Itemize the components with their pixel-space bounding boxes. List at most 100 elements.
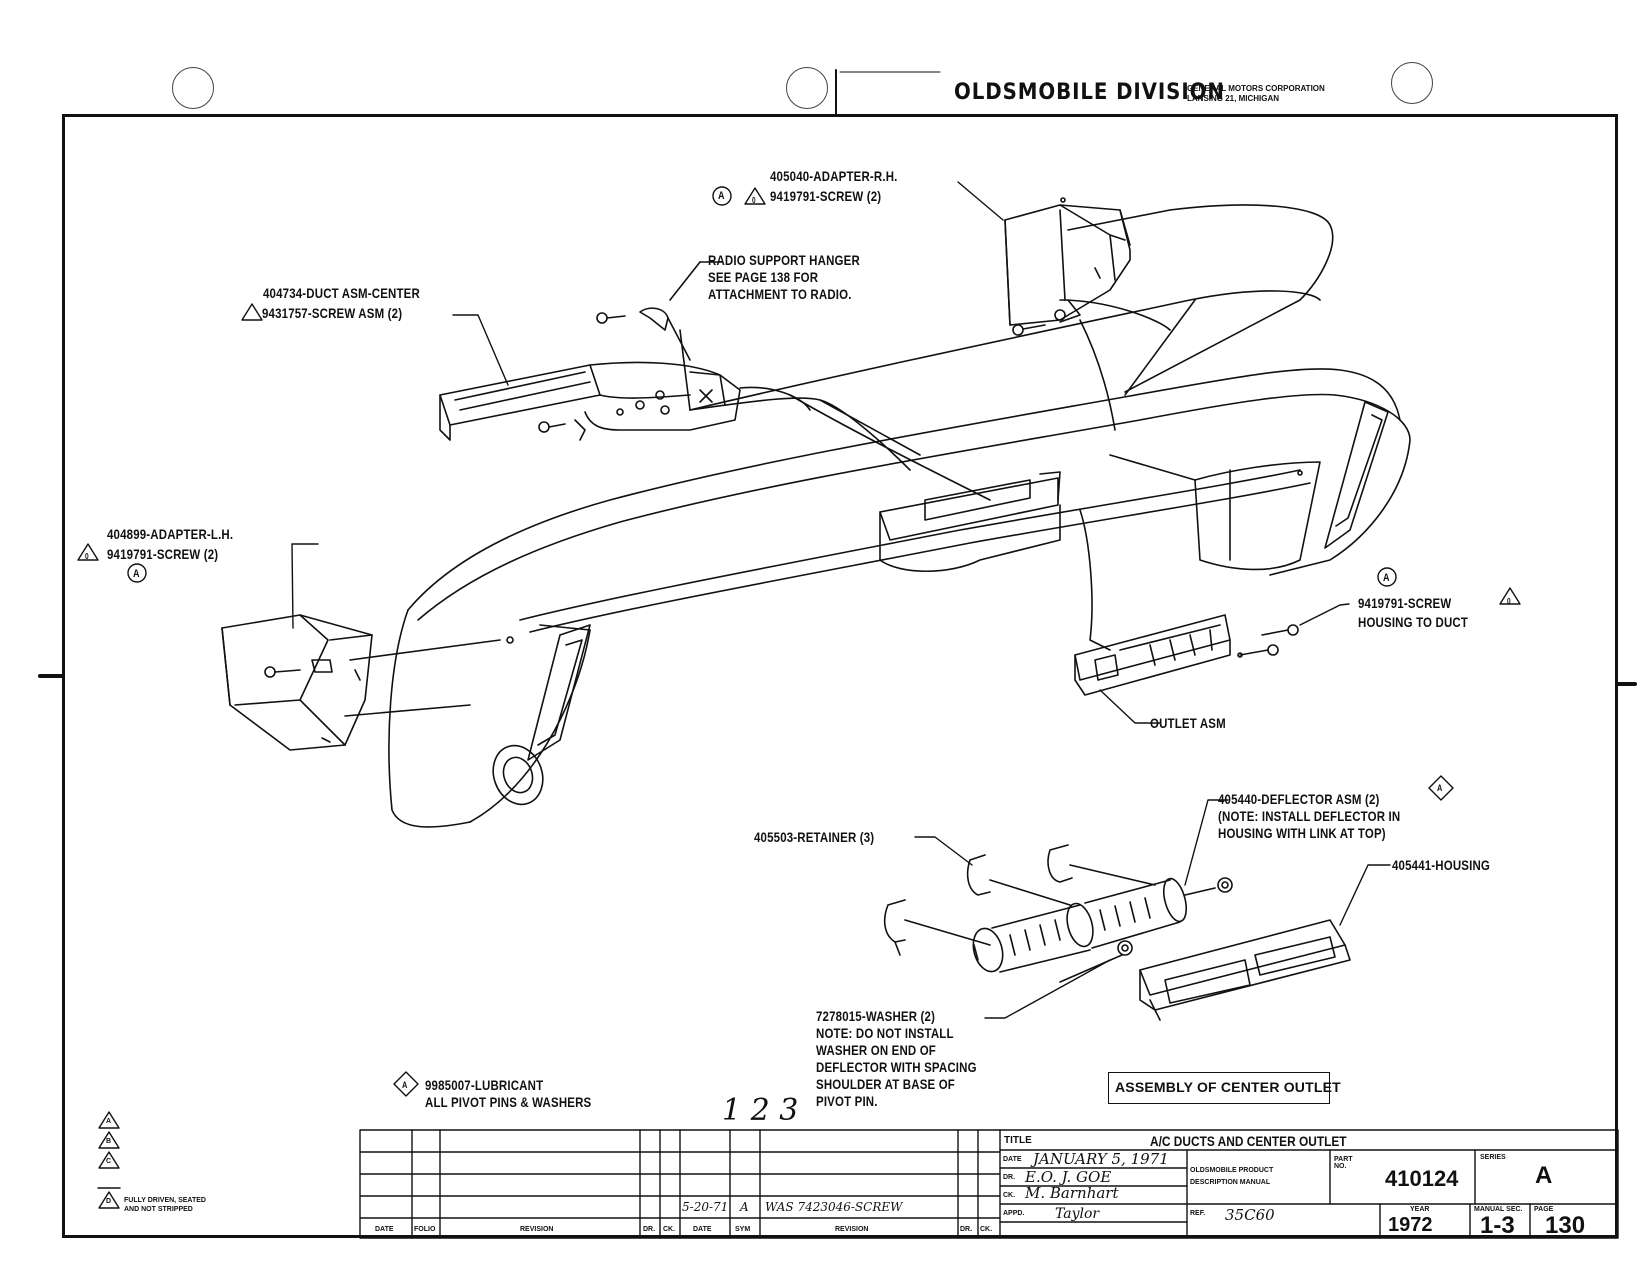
deflector-line: 405440-DEFLECTOR ASM (2) bbox=[1218, 791, 1380, 807]
rev-header-date: DATE bbox=[375, 1226, 394, 1233]
binder-hole-left bbox=[172, 67, 214, 109]
lubricant-note: 9985007-LUBRICANT ALL PIVOT PINS & WASHE… bbox=[425, 1077, 591, 1111]
washer-line: WASHER ON END OF bbox=[816, 1042, 936, 1058]
adapter-rh-drawing bbox=[1004, 204, 1131, 336]
washer-line: PIVOT PIN. bbox=[816, 1093, 878, 1109]
rev-header-dr-2: DR. bbox=[960, 1226, 973, 1233]
legend-line: AND NOT STRIPPED bbox=[124, 1206, 193, 1213]
instrument-panel-pad bbox=[344, 197, 1411, 828]
part-number: 410124 bbox=[1385, 1166, 1459, 1191]
duct-center-screw-label: 9431757-SCREW ASM (2) bbox=[262, 305, 403, 321]
radio-hanger-label: RADIO SUPPORT HANGER SEE PAGE 138 FOR AT… bbox=[708, 252, 860, 303]
ref-value: 35C60 bbox=[1225, 1206, 1275, 1224]
outlet-asm-drawing bbox=[1074, 614, 1299, 696]
year-label: YEAR bbox=[1410, 1206, 1430, 1213]
corporation-line: GENERAL MOTORS CORPORATION bbox=[1187, 84, 1325, 93]
legend-tri-d: D bbox=[106, 1198, 112, 1205]
badge-a-adapter-rh: A bbox=[718, 190, 725, 202]
part-no-label: PART NO. bbox=[1334, 1156, 1353, 1170]
appd-value: Taylor bbox=[1055, 1206, 1100, 1222]
manual-line: OLDSMOBILE PRODUCT bbox=[1190, 1167, 1274, 1174]
radio-support-hanger-drawing bbox=[596, 261, 701, 361]
rev-header-date-2: DATE bbox=[693, 1226, 712, 1233]
badge-a-adapter-lh: A bbox=[133, 568, 140, 580]
appd-label: APPD. bbox=[1003, 1210, 1025, 1217]
rev-header-revision-2: REVISION bbox=[835, 1226, 869, 1233]
assembly-box-label: ASSEMBLY OF CENTER OUTLET bbox=[1115, 1079, 1341, 1095]
manual-sec-label: MANUAL SEC. bbox=[1474, 1206, 1523, 1213]
rev-header-sym: SYM bbox=[735, 1226, 751, 1233]
drawing-title: A/C DUCTS AND CENTER OUTLET bbox=[1150, 1133, 1347, 1149]
adapter-lh-label: 404899-ADAPTER-L.H. bbox=[107, 526, 234, 542]
deflector-line: HOUSING WITH LINK AT TOP) bbox=[1218, 825, 1386, 841]
badge-a-lubricant: A bbox=[402, 1080, 408, 1090]
date-value: JANUARY 5, 1971 bbox=[1033, 1150, 1169, 1168]
duct-center-label: 404734-DUCT ASM-CENTER bbox=[263, 285, 420, 301]
ck-label: CK. bbox=[1003, 1192, 1016, 1199]
retainer-label: 405503-RETAINER (3) bbox=[754, 829, 875, 845]
date-label: DATE bbox=[1003, 1156, 1022, 1163]
rev-header-ck: CK. bbox=[663, 1226, 676, 1233]
badge-a-housing-screw: A bbox=[1383, 572, 1390, 584]
legend-line: FULLY DRIVEN, SEATED bbox=[124, 1197, 206, 1204]
badge-0-adapter-lh: 0 bbox=[85, 552, 89, 561]
badge-a-deflector: A bbox=[1437, 783, 1443, 793]
lubricant-line: 9985007-LUBRICANT bbox=[425, 1077, 544, 1093]
badge-0-housing-screw: 0 bbox=[1507, 597, 1511, 606]
radio-hanger-line: RADIO SUPPORT HANGER bbox=[708, 252, 860, 268]
rev-entry-text: WAS 7423046-SCREW bbox=[765, 1200, 903, 1214]
assembly-of-center-outlet-box: ASSEMBLY OF CENTER OUTLET bbox=[1108, 1072, 1341, 1104]
page-value: 130 bbox=[1545, 1212, 1586, 1239]
adapter-lh-screw-label: 9419791-SCREW (2) bbox=[107, 546, 219, 562]
manual-line: DESCRIPTION MANUAL bbox=[1190, 1179, 1271, 1186]
page-stamp-number: 1 2 3 bbox=[722, 1093, 799, 1128]
center-outlet-exploded-drawing bbox=[883, 844, 1351, 1021]
deflector-line: (NOTE: INSTALL DEFLECTOR IN bbox=[1218, 808, 1401, 824]
dr-value: E.O. J. GOE bbox=[1025, 1168, 1112, 1186]
callout-symbols bbox=[77, 186, 1521, 1209]
rev-header-revision: REVISION bbox=[520, 1226, 554, 1233]
screw-housing-label-2: HOUSING TO DUCT bbox=[1358, 614, 1469, 630]
rev-header-ck-2: CK. bbox=[980, 1226, 993, 1233]
dr-label: DR. bbox=[1003, 1174, 1016, 1181]
washer-line: NOTE: DO NOT INSTALL bbox=[816, 1025, 954, 1041]
legend-tri-c: C bbox=[106, 1158, 112, 1165]
washer-line: SHOULDER AT BASE OF bbox=[816, 1076, 955, 1092]
screw-housing-label: 9419791-SCREW bbox=[1358, 595, 1452, 611]
rev-entry-sym: A bbox=[740, 1200, 749, 1214]
radio-hanger-line: ATTACHMENT TO RADIO. bbox=[708, 286, 852, 302]
washer-line: 7278015-WASHER (2) bbox=[816, 1008, 936, 1024]
adapter-rh-screw-label: 9419791-SCREW (2) bbox=[770, 188, 882, 204]
binder-hole-center bbox=[786, 67, 828, 109]
ref-label: REF. bbox=[1190, 1210, 1206, 1217]
leader-lines bbox=[291, 181, 1391, 1019]
deflector-label: 405440-DEFLECTOR ASM (2) (NOTE: INSTALL … bbox=[1218, 791, 1400, 842]
adapter-lh-drawing bbox=[221, 614, 373, 751]
adapter-rh-label: 405040-ADAPTER-R.H. bbox=[770, 168, 898, 184]
legend-fully-driven: FULLY DRIVEN, SEATED AND NOT STRIPPED bbox=[124, 1196, 206, 1214]
manual-name: OLDSMOBILE PRODUCT DESCRIPTION MANUAL bbox=[1190, 1165, 1273, 1189]
ck-value: M. Barnhart bbox=[1025, 1184, 1119, 1202]
title-label: TITLE bbox=[1004, 1135, 1032, 1146]
year-value: 1972 bbox=[1388, 1214, 1433, 1236]
page-label: PAGE bbox=[1534, 1206, 1554, 1213]
legend-tri-b: B bbox=[106, 1138, 112, 1145]
badge-0-adapter-rh: 0 bbox=[752, 196, 756, 205]
radio-hanger-line: SEE PAGE 138 FOR bbox=[708, 269, 819, 285]
center-duct-drawing bbox=[439, 361, 741, 441]
manual-sec-value: 1-3 bbox=[1480, 1212, 1515, 1239]
address-line: LANSING 21, MICHIGAN bbox=[1187, 94, 1280, 103]
rev-entry-date: 5-20-71 bbox=[682, 1200, 729, 1214]
corporation-address: GENERAL MOTORS CORPORATION LANSING 21, M… bbox=[1187, 84, 1325, 104]
division-title: OLDSMOBILE DIVISION bbox=[954, 80, 1225, 105]
series-value: A bbox=[1535, 1162, 1553, 1189]
rev-header-dr: DR. bbox=[643, 1226, 656, 1233]
series-label: SERIES bbox=[1480, 1154, 1506, 1161]
washer-line: DEFLECTOR WITH SPACING bbox=[816, 1059, 977, 1075]
outlet-asm-label: OUTLET ASM bbox=[1150, 715, 1226, 731]
lubricant-line: ALL PIVOT PINS & WASHERS bbox=[425, 1094, 592, 1110]
legend-tri-a: A bbox=[106, 1118, 112, 1125]
binder-hole-right bbox=[1391, 62, 1433, 104]
housing-label: 405441-HOUSING bbox=[1392, 857, 1491, 873]
